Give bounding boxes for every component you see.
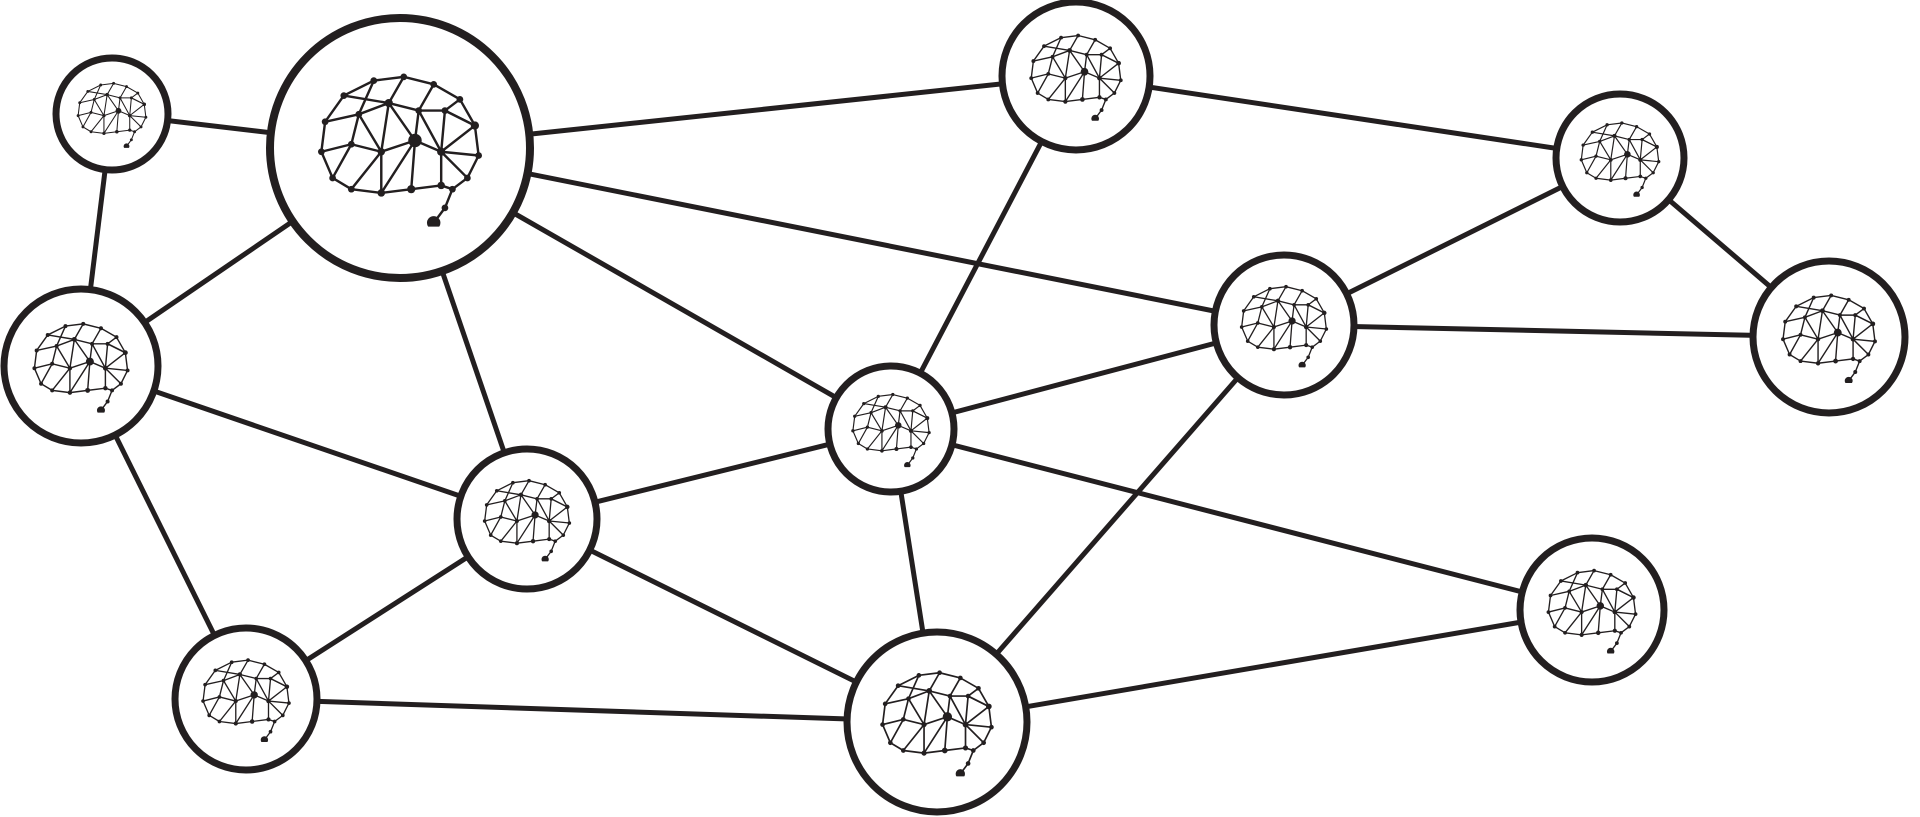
network-edge xyxy=(890,426,1593,613)
network-node xyxy=(52,54,172,174)
node-circle xyxy=(1516,534,1668,686)
node-circle xyxy=(453,445,601,593)
network-edge xyxy=(245,696,938,725)
network-node xyxy=(824,362,958,496)
network-node xyxy=(998,0,1154,154)
network-edge xyxy=(936,607,1593,725)
node-circle xyxy=(998,0,1154,154)
node-circle xyxy=(843,628,1031,816)
node-circle xyxy=(824,362,958,496)
node-circle xyxy=(0,285,162,447)
network-node xyxy=(1749,257,1909,417)
node-circle xyxy=(1552,90,1688,226)
network-node xyxy=(0,285,162,447)
node-circle xyxy=(52,54,172,174)
node-circle xyxy=(266,14,534,282)
network-node xyxy=(171,624,321,774)
network-edge xyxy=(1075,73,1621,161)
network-edge xyxy=(1283,322,1830,340)
network-node xyxy=(1552,90,1688,226)
node-circle xyxy=(1210,251,1358,399)
node-circle xyxy=(171,624,321,774)
network-edge xyxy=(399,145,1285,328)
network-node xyxy=(266,14,534,282)
node-circle xyxy=(1749,257,1909,417)
network-node xyxy=(1516,534,1668,686)
network-node xyxy=(1210,251,1358,399)
network-node xyxy=(453,445,601,593)
network-node xyxy=(843,628,1031,816)
